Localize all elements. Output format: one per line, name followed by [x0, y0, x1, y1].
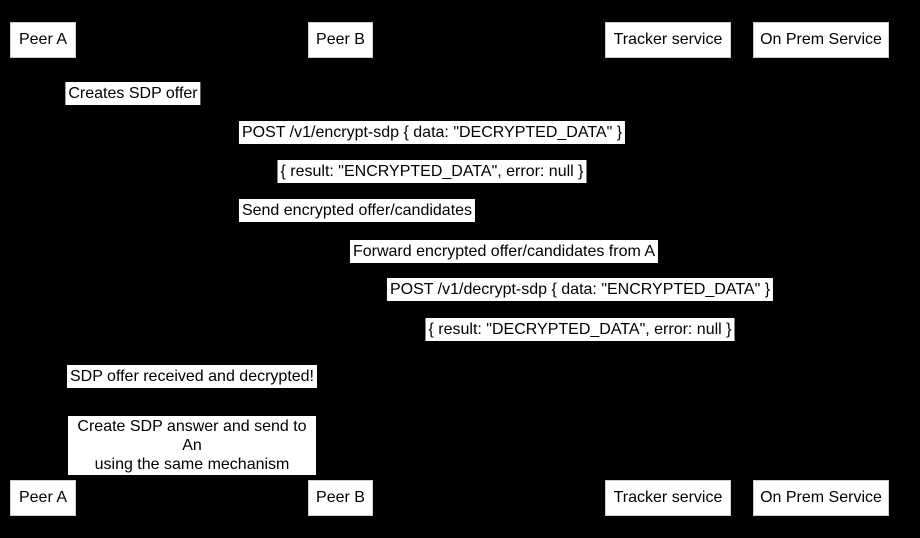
message-decrypt-result: { result: "DECRYPTED_DATA", error: null …	[425, 318, 735, 341]
note-line-1: Create SDP answer and send to An	[77, 418, 307, 454]
participant-peer-a-top: Peer A	[10, 22, 76, 58]
participant-peer-a-bottom: Peer A	[10, 480, 76, 516]
participant-on-prem-service-bottom: On Prem Service	[753, 480, 889, 516]
message-post-decrypt-sdp: POST /v1/decrypt-sdp { data: "ENCRYPTED_…	[386, 278, 774, 301]
message-forward-encrypted-offer: Forward encrypted offer/candidates from …	[349, 240, 659, 263]
participant-peer-b-bottom: Peer B	[308, 480, 373, 516]
participant-tracker-service-bottom: Tracker service	[605, 480, 731, 516]
message-encrypt-result: { result: "ENCRYPTED_DATA", error: null …	[277, 160, 587, 183]
message-send-encrypted-offer: Send encrypted offer/candidates	[238, 199, 476, 222]
participant-on-prem-service-top: On Prem Service	[753, 22, 889, 58]
message-sdp-offer-received: SDP offer received and decrypted!	[67, 365, 317, 388]
message-creates-sdp-offer: Creates SDP offer	[65, 82, 201, 105]
note-create-sdp-answer: Create SDP answer and send to An using t…	[68, 416, 316, 475]
participant-peer-b-top: Peer B	[308, 22, 373, 58]
message-post-encrypt-sdp: POST /v1/encrypt-sdp { data: "DECRYPTED_…	[238, 121, 626, 144]
participant-tracker-service-top: Tracker service	[605, 22, 731, 58]
note-line-2: using the same mechanism	[94, 456, 290, 473]
